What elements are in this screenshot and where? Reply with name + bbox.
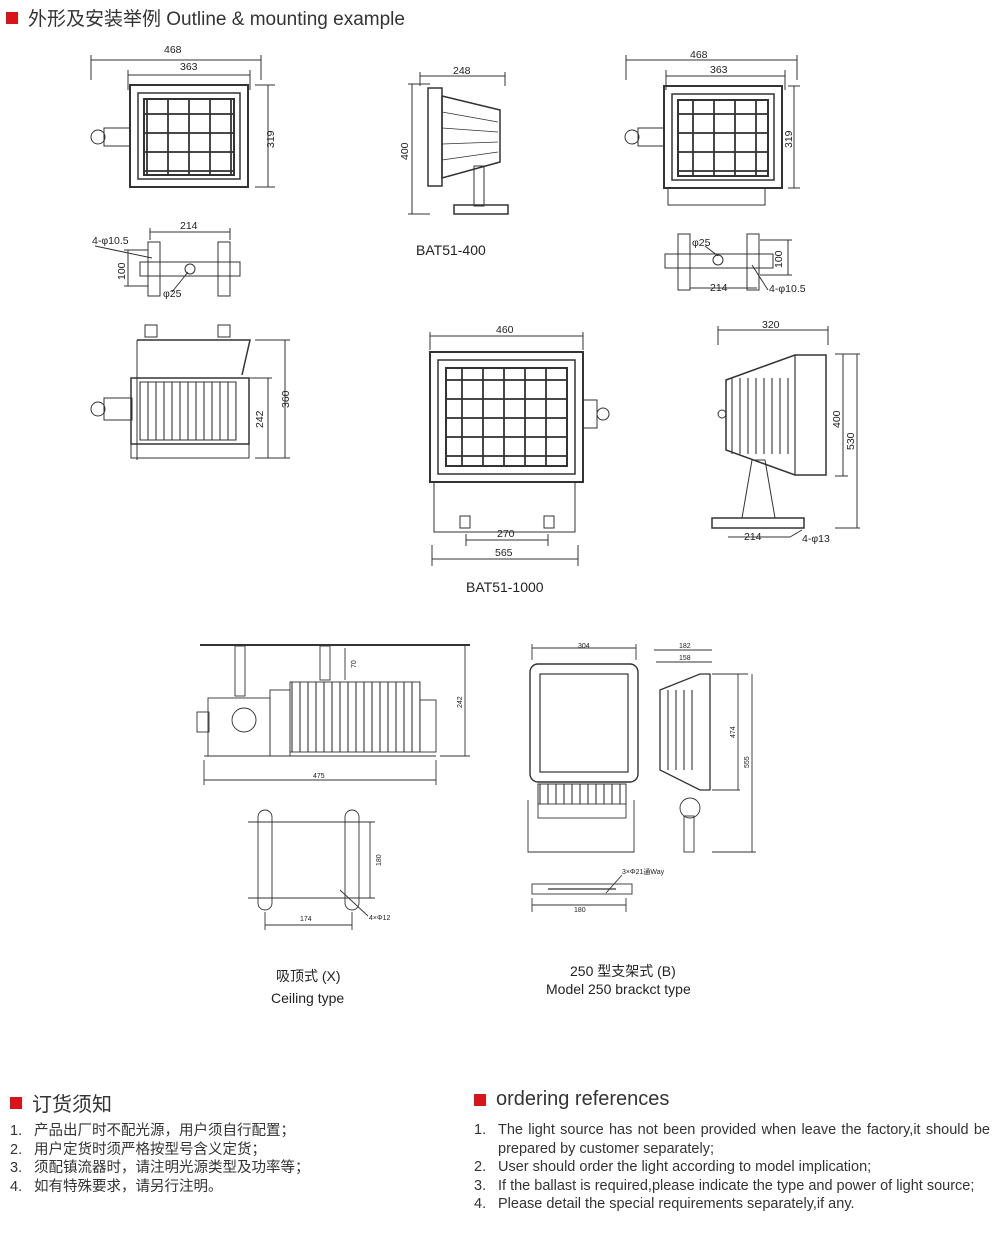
dim-b180: 180 bbox=[574, 907, 586, 914]
dim-c4x12: 4×Φ12 bbox=[369, 915, 390, 922]
dim-hole-right: 4-φ10.5 bbox=[769, 283, 806, 295]
dim-c475: 475 bbox=[313, 773, 325, 780]
caption-ceiling-cn: 吸顶式 (X) bbox=[276, 968, 341, 984]
dim-400-right: 400 bbox=[831, 410, 843, 428]
ordering-en-title: ordering references bbox=[496, 1088, 670, 1110]
dim-460: 460 bbox=[496, 324, 514, 336]
section-header-ordering-en: ordering references bbox=[474, 1088, 669, 1111]
dim-b182: 182 bbox=[679, 643, 691, 650]
list-item: 3.If the ballast is required,please indi… bbox=[474, 1177, 975, 1194]
dim-100-right: 100 bbox=[773, 250, 785, 268]
caption-bracket-en: Model 250 brackct type bbox=[546, 981, 691, 997]
dim-b3x21: 3×Φ21通Way bbox=[622, 867, 665, 876]
dim-363-right: 363 bbox=[710, 64, 728, 76]
ordering-cn-list: 1.产品出厂时不配光源，用户须自行配置； 2.用户定货时须严格按型号含义定货； … bbox=[10, 1122, 410, 1196]
caption-ceiling-en: Ceiling type bbox=[271, 990, 344, 1006]
dim-hole-left: 4-φ10.5 bbox=[92, 235, 129, 247]
list-item: 2.用户定货时须严格按型号含义定货； bbox=[10, 1141, 266, 1158]
dim-270: 270 bbox=[497, 528, 515, 540]
dim-phi25-left: φ25 bbox=[163, 288, 182, 300]
caption-bracket-cn: 250 型支架式 (B) bbox=[570, 963, 676, 979]
dim-214-left: 214 bbox=[180, 220, 198, 232]
dim-c180: 180 bbox=[376, 854, 383, 866]
dim-phi25-right: φ25 bbox=[692, 237, 711, 249]
ceiling-type-plate bbox=[248, 809, 375, 930]
dim-363-left: 363 bbox=[180, 61, 198, 73]
dimension-labels-small: 70 242 475 180 174 4×Φ12 304 182 158 474… bbox=[300, 643, 751, 923]
bracket-type-side bbox=[654, 649, 756, 853]
dim-360: 360 bbox=[280, 390, 292, 408]
drawing-captions: BAT51-400 BAT51-1000 吸顶式 (X) Ceiling typ… bbox=[271, 242, 691, 1006]
front-view-400-left bbox=[90, 55, 275, 188]
list-item: 1.The light source has not been provided… bbox=[474, 1122, 990, 1157]
list-item: 1.产品出厂时不配光源，用户须自行配置； bbox=[10, 1123, 295, 1139]
mounting-bracket-top-left bbox=[94, 228, 241, 297]
caption-bat51-1000: BAT51-1000 bbox=[466, 579, 544, 595]
dim-468-left: 468 bbox=[164, 44, 182, 56]
section-title: 外形及安装举例 Outline & mounting example bbox=[28, 9, 405, 30]
dim-319-right: 319 bbox=[783, 130, 795, 148]
side-view-1000-right bbox=[711, 326, 860, 538]
ordering-en-list: 1.The light source has not been provided… bbox=[474, 1121, 990, 1214]
red-square-icon bbox=[6, 11, 18, 24]
dimension-labels: 468 363 319 214 4-φ10.5 100 φ25 248 400 … bbox=[92, 44, 857, 559]
front-view-400-right bbox=[624, 55, 800, 206]
dim-b555: 555 bbox=[744, 756, 751, 768]
dim-319-left: 319 bbox=[265, 130, 277, 148]
list-item: 3.须配镇流器时，请注明光源类型及功率等； bbox=[10, 1160, 310, 1176]
dim-b158: 158 bbox=[679, 655, 691, 662]
dim-c70: 70 bbox=[351, 660, 358, 668]
side-view-400 bbox=[408, 72, 509, 215]
dim-242: 242 bbox=[254, 410, 266, 428]
dim-214-right: 214 bbox=[710, 282, 728, 294]
dim-468-right: 468 bbox=[690, 49, 708, 61]
dim-b304: 304 bbox=[578, 643, 590, 650]
dim-100-left: 100 bbox=[116, 262, 128, 280]
side-view-1000-left bbox=[90, 324, 290, 460]
dim-hole13: 4-φ13 bbox=[802, 533, 830, 545]
list-item: 4.如有特殊要求，请另行注明。 bbox=[10, 1178, 223, 1195]
bracket-type-front bbox=[527, 644, 639, 912]
dim-565: 565 bbox=[495, 547, 513, 559]
front-view-1000 bbox=[429, 332, 610, 566]
list-item: 2.User should order the light according … bbox=[474, 1159, 872, 1175]
dim-400-side: 400 bbox=[399, 142, 411, 160]
ordering-cn-title: 订货须知 bbox=[32, 1094, 112, 1116]
caption-bat51-400: BAT51-400 bbox=[416, 242, 486, 258]
mounting-bracket-top-right bbox=[664, 233, 792, 291]
dim-c242: 242 bbox=[457, 696, 464, 708]
red-square-icon bbox=[10, 1096, 22, 1109]
dim-248: 248 bbox=[453, 65, 471, 77]
dim-320: 320 bbox=[762, 319, 780, 331]
dim-c174: 174 bbox=[300, 916, 312, 923]
list-item: 4.Please detail the special requirements… bbox=[474, 1196, 855, 1212]
dim-b474: 474 bbox=[730, 726, 737, 738]
dim-214-side: 214 bbox=[744, 531, 762, 543]
ceiling-type-side bbox=[196, 644, 470, 785]
dim-530: 530 bbox=[845, 432, 857, 450]
section-header-outline: 外形及安装举例 Outline & mounting example bbox=[6, 4, 405, 31]
red-square-icon bbox=[474, 1093, 486, 1106]
section-header-ordering-cn: 订货须知 bbox=[10, 1088, 112, 1117]
